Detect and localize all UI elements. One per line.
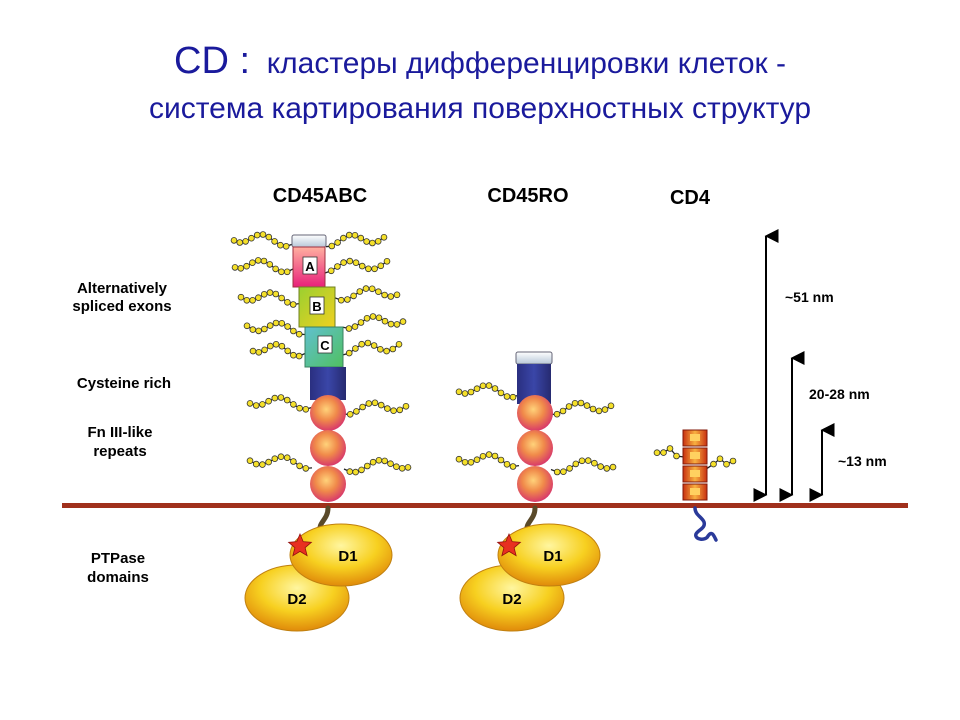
glycan-chain xyxy=(325,231,388,250)
cd45abc-cysteine-rich xyxy=(310,367,346,400)
glycan-chain xyxy=(230,231,293,250)
cd4-cytoplasmic-tail xyxy=(693,506,718,542)
size-label-51nm: ~51 nm xyxy=(785,289,834,305)
fn-repeats-label-2: repeats xyxy=(93,443,146,460)
size-label-20-28nm: 20-28 nm xyxy=(809,386,870,402)
cd45abc-molecule: A B C D1 D2 xyxy=(244,234,393,632)
glycan-chain xyxy=(550,399,615,418)
cd4-label: CD4 xyxy=(670,187,711,209)
glycan-chain xyxy=(246,394,313,413)
slide-title-line1: CD : кластеры дифференцировки клеток - xyxy=(0,40,960,83)
exon-b-label: B xyxy=(312,299,321,314)
glycan-chain xyxy=(237,289,300,308)
cd45ro-active-site-star-icon xyxy=(496,532,522,557)
cd45abc-fn-repeat-1 xyxy=(310,395,346,431)
cd45abc-cap xyxy=(291,234,327,248)
title-cd: CD : xyxy=(174,40,251,82)
cd45ro-d2-label: D2 xyxy=(502,591,521,608)
cd45abc-active-site-star-icon xyxy=(287,532,313,557)
cd45abc-fn-repeat-3 xyxy=(310,466,346,502)
ptpase-label-2: domains xyxy=(87,569,149,586)
glycan-chain xyxy=(343,399,410,418)
size-label-13nm: ~13 nm xyxy=(838,453,887,469)
glycan-chain xyxy=(324,257,391,275)
alt-spliced-label-1: Alternatively xyxy=(77,280,168,297)
exon-a-label: A xyxy=(305,259,315,274)
glycan-chain xyxy=(243,319,306,338)
glycan-chain xyxy=(334,285,401,304)
glycan-chain xyxy=(342,339,403,357)
glycan-chains xyxy=(230,231,737,476)
title-line1-text: кластеры дифференцировки клеток - xyxy=(266,47,786,80)
cd45abc-ptpase-d1 xyxy=(289,523,393,587)
glycan-chain xyxy=(246,453,313,472)
cd45ro-molecule: D1 D2 xyxy=(459,351,601,632)
cd4-molecule xyxy=(682,429,718,542)
glycan-chain xyxy=(231,257,294,276)
cell-membrane xyxy=(62,503,908,508)
glycan-chain xyxy=(455,382,520,401)
cd45ro-d1-label: D1 xyxy=(543,548,562,565)
glycan-chain xyxy=(653,445,684,460)
glycan-chain xyxy=(550,457,617,476)
cd45abc-d1-label: D1 xyxy=(338,548,357,565)
cysteine-rich-label: Cysteine rich xyxy=(77,375,171,392)
glycan-chain xyxy=(249,340,306,360)
cd45ro-label: CD45RO xyxy=(487,185,568,207)
fn-repeats-label-1: Fn III-like xyxy=(87,424,152,441)
cd45ro-cap xyxy=(515,351,553,365)
cd45ro-fn-repeat-1 xyxy=(517,395,553,431)
cd45abc-fn-repeat-2 xyxy=(310,430,346,466)
cd45ro-fn-repeat-3 xyxy=(517,466,553,502)
cd45abc-d2-label: D2 xyxy=(287,591,306,608)
cd45abc-label: CD45ABC xyxy=(273,185,367,207)
glycan-chain xyxy=(706,455,737,469)
glycan-chain xyxy=(342,313,407,332)
glycan-chain xyxy=(455,451,520,470)
cd45ro-fn-repeat-2 xyxy=(517,430,553,466)
glycan-chain xyxy=(343,456,412,476)
cd45ro-ptpase-d1 xyxy=(497,523,601,587)
exon-c-label: C xyxy=(320,338,330,353)
alt-spliced-label-2: spliced exons xyxy=(72,298,171,315)
ptpase-label-1: PTPase xyxy=(91,550,145,567)
size-scale: ~51 nm 20-28 nm ~13 nm xyxy=(753,229,887,502)
slide-title-line2: система картирования поверхностных струк… xyxy=(148,92,812,125)
